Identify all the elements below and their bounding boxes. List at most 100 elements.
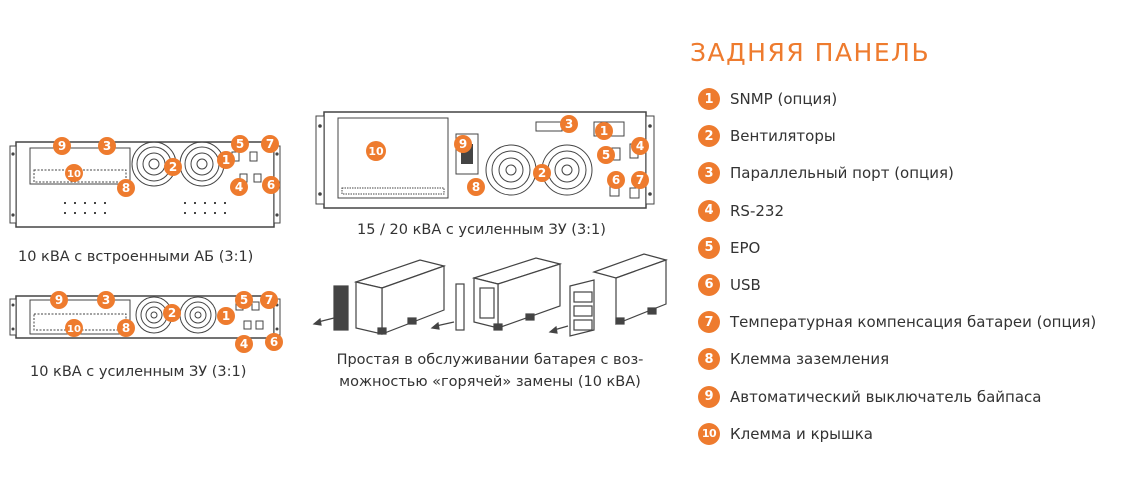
number-badge: 1 [698,88,720,110]
svg-text:4: 4 [235,180,243,194]
legend-label: Вентиляторы [730,127,836,146]
legend-label: RS-232 [730,201,784,220]
svg-text:6: 6 [270,335,278,349]
callout-7: 7 [260,291,278,309]
callout-3: 3 [560,115,578,133]
callout-3: 3 [97,291,115,309]
svg-text:5: 5 [602,148,610,162]
callout-10: 10 [65,319,83,337]
callout-5: 5 [597,146,615,164]
legend-label: USB [730,275,761,294]
svg-text:3: 3 [103,139,111,153]
callout-9: 9 [50,291,68,309]
page-title: ЗАДНЯЯ ПАНЕЛЬ [690,38,931,67]
callout-7: 7 [261,135,279,153]
unit-caption: 10 кВА с встроенными АБ (3:1) [18,249,254,265]
callout-1: 1 [217,151,235,169]
svg-text:1: 1 [222,153,230,167]
svg-text:8: 8 [122,321,130,335]
legend-label: SNMP (опция) [730,90,838,108]
legend-label: Автоматический выключатель байпаса [730,387,1042,406]
svg-text:5: 5 [240,293,248,307]
battery-module-1 [312,259,447,335]
unit-caption: 10 кВА с усиленным ЗУ (3:1) [30,364,247,380]
svg-text:7: 7 [265,293,273,307]
svg-text:9: 9 [459,137,467,151]
number-badge: 6 [698,273,720,296]
callout-2: 2 [163,304,181,322]
number-badge: 4 [698,199,720,222]
callout-4: 4 [631,137,649,155]
legend-label: Клемма и крышка [730,424,873,443]
number-badge: 8 [698,348,720,371]
callout-6: 6 [262,176,280,194]
legend-item: 4 RS-232 [698,199,1138,223]
callout-2: 2 [533,164,551,182]
svg-text:4: 4 [636,139,644,153]
legend-item: 10 Клемма и крышка [698,422,1138,446]
callout-1: 1 [595,122,613,140]
number-badge: 7 [698,311,720,334]
number-badge: 5 [698,236,720,259]
ups-10kva-internal-diagram: 9 3 10 8 2 1 5 7 4 6 [9,135,281,228]
svg-text:3: 3 [102,293,110,307]
legend-item: 3 Параллельный порт (опция) [698,161,1138,185]
legend-item: 7 Температурная компенсация батареи (опц… [698,310,1138,334]
battery-hotswap-illustration [312,253,668,337]
callout-9: 9 [53,137,71,155]
legend-item: 6 USB [698,273,1138,297]
callout-9: 9 [454,135,472,153]
battery-caption-line: можностью «горячей» замены (10 кВА) [339,374,641,390]
ups-10kva-charger-diagram: 9 3 10 8 2 1 5 7 4 6 [9,291,283,353]
svg-text:10: 10 [368,145,384,158]
callout-5: 5 [235,291,253,309]
legend-label: Температурная компенсация батареи (опция… [730,313,1097,332]
svg-text:1: 1 [600,124,608,138]
callout-1: 1 [217,307,235,325]
svg-text:8: 8 [122,181,130,195]
legend-item: 9 Автоматический выключатель байпаса [698,385,1138,409]
legend-item: 1 SNMP (опция) [698,87,1138,111]
svg-text:1: 1 [222,309,230,323]
callout-7: 7 [631,171,649,189]
callout-6: 6 [265,333,283,351]
number-badge: 3 [698,162,720,185]
svg-text:5: 5 [236,137,244,151]
callout-6: 6 [607,171,625,189]
svg-text:9: 9 [55,293,63,307]
legend-label: Клемма заземления [730,350,890,369]
number-badge: 9 [698,385,720,408]
callout-2: 2 [164,158,182,176]
callout-4: 4 [230,178,248,196]
svg-text:6: 6 [267,178,275,192]
callout-3: 3 [98,137,116,155]
legend-label: Параллельный порт (опция) [730,164,954,183]
svg-text:7: 7 [636,173,644,187]
svg-text:10: 10 [67,324,81,335]
svg-text:2: 2 [538,166,546,180]
number-badge: 2 [698,125,720,148]
svg-text:3: 3 [565,117,573,131]
legend-list: 1 SNMP (опция) 2 Вентиляторы 3 Параллель… [698,87,1138,459]
callout-10: 10 [366,141,386,161]
svg-text:2: 2 [168,306,176,320]
callout-5: 5 [231,135,249,153]
legend-item: 5 EPO [698,236,1138,260]
callout-10: 10 [65,164,83,182]
svg-text:7: 7 [266,137,274,151]
svg-text:2: 2 [169,160,177,174]
svg-text:10: 10 [67,169,81,180]
svg-text:6: 6 [612,173,620,187]
battery-module-2 [430,257,563,331]
svg-text:4: 4 [240,337,248,351]
legend-item: 2 Вентиляторы [698,124,1138,148]
ups-15-20kva-diagram: 10 9 8 3 1 2 5 4 6 7 [315,111,655,209]
callout-4: 4 [235,335,253,353]
battery-module-3 [548,253,668,337]
callout-8: 8 [117,179,135,197]
legend-label: EPO [730,238,761,257]
battery-caption-line: Простая в обслуживании батарея с воз- [336,352,644,368]
svg-text:8: 8 [472,180,480,194]
svg-text:9: 9 [58,139,66,153]
battery-caption: Простая в обслуживании батарея с воз- мо… [312,349,668,393]
